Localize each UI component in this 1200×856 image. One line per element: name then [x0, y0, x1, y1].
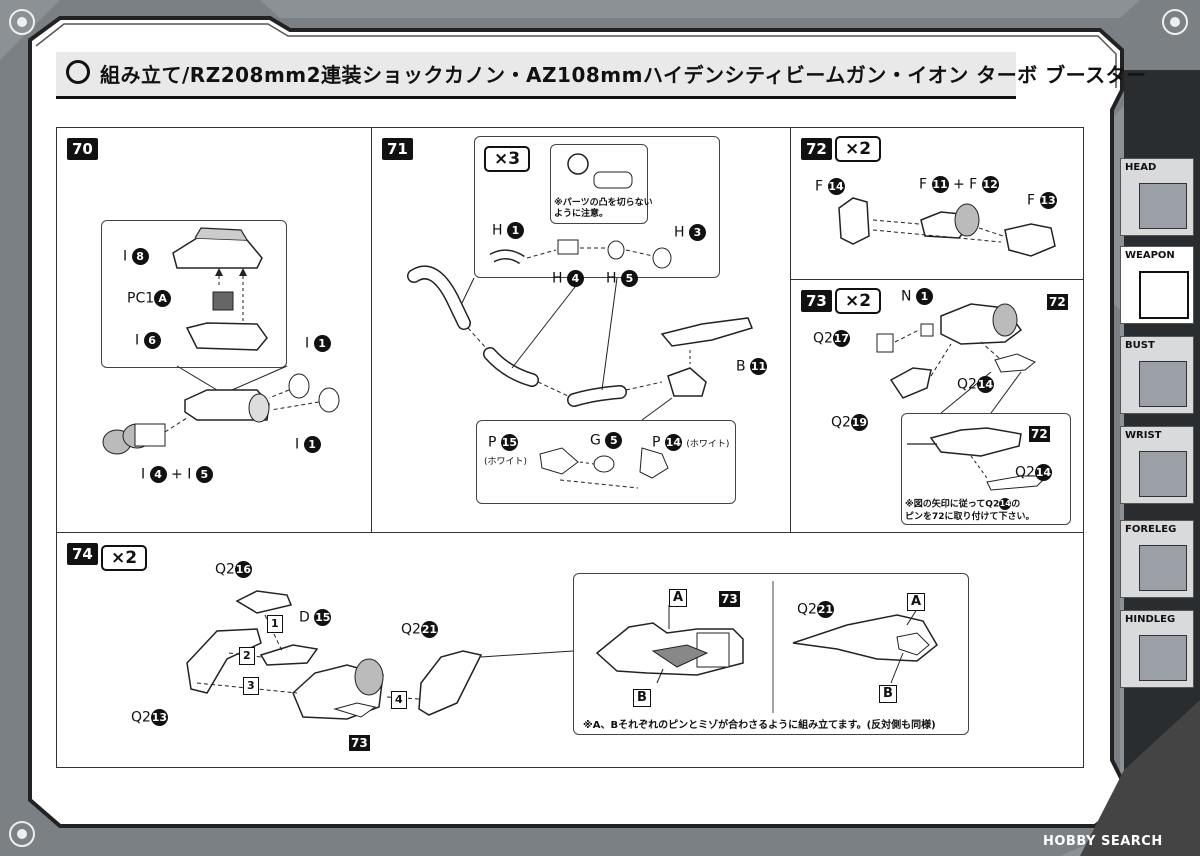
step-number: 71	[382, 138, 413, 160]
ref-72-top: 72	[1047, 294, 1068, 310]
label-q19: Q219	[831, 414, 868, 431]
step-number: 73	[801, 290, 832, 312]
label-i1-bottom: I 1	[295, 436, 321, 453]
pin-a-left: A	[669, 589, 688, 607]
label-p14: P 14 (ホワイト)	[652, 434, 730, 451]
tab-weapon[interactable]: WEAPON	[1120, 246, 1194, 324]
title-bar: 組み立て/RZ208mm2連装ショックカノン・AZ108mmハイデンシティビーム…	[56, 52, 1146, 99]
order-4: 4	[391, 691, 407, 709]
step-72-panel: 72 ×2 F 14 F 11 + F 12 F 13	[790, 127, 1084, 280]
multiplier-badge: ×2	[835, 288, 882, 314]
label-g5: G 5	[590, 432, 623, 449]
label-q17: Q217	[813, 330, 850, 347]
step-number: 70	[67, 138, 98, 160]
step-74-drawing	[186, 581, 938, 720]
label-d15: D 15	[299, 609, 332, 626]
step-74-note: ※A、Bそれぞれのピンとミゾが合わさるように組み立てます。(反対側も同様)	[583, 720, 936, 731]
order-1: 1	[267, 615, 283, 633]
label-i6: I 6	[135, 332, 161, 349]
label-q16: Q216	[215, 561, 252, 578]
label-p15: P 15	[488, 434, 518, 451]
order-3: 3	[243, 677, 259, 695]
bust-icon	[1139, 361, 1187, 407]
order-2: 2	[239, 647, 255, 665]
watermark: HOBBY SEARCH	[1043, 834, 1163, 849]
label-h1: H 1	[492, 222, 524, 239]
step-number: 72	[801, 138, 832, 160]
label-q21: Q221	[401, 621, 438, 638]
step-74-panel: 74 ×2 ※A、Bそれぞれのピンとミゾが合わさるように組み立てます。(反対側も…	[56, 532, 1084, 768]
step-73-panel: 73 ×2 N 1 72 Q217 Q214 Q219 72 Q214 ※図の矢…	[790, 279, 1084, 533]
label-q13: Q213	[131, 709, 168, 726]
tab-head[interactable]: HEAD	[1120, 158, 1194, 236]
label-q14: Q214	[957, 376, 994, 393]
label-h4: H 4	[552, 270, 584, 287]
pin-b-left: B	[633, 689, 651, 707]
head-icon	[1139, 183, 1187, 229]
hindleg-icon	[1139, 635, 1187, 681]
gear-icon	[66, 60, 90, 84]
step-71-panel: 71 ×3 ※パーツの凸を切らないように注意。	[371, 127, 791, 533]
step-number: 74	[67, 543, 98, 565]
step-70-drawing	[102, 227, 340, 455]
multiplier-badge: ×2	[835, 136, 882, 162]
label-i8: I 8	[123, 248, 149, 265]
label-f14: F 14	[815, 178, 845, 195]
step-72-drawing	[838, 197, 1056, 257]
pin-a-right: A	[907, 593, 926, 611]
weapon-icon	[1139, 271, 1189, 319]
label-n1: N 1	[901, 288, 933, 305]
label-h3: H 3	[674, 224, 706, 241]
tab-hindleg[interactable]: HINDLEG	[1120, 610, 1194, 688]
tab-bust[interactable]: BUST	[1120, 336, 1194, 414]
label-q14-inset: Q214	[1015, 464, 1052, 481]
label-q21-inset: Q221	[797, 601, 834, 618]
ref-72-inset: 72	[1029, 426, 1050, 442]
foreleg-icon	[1139, 545, 1187, 591]
label-b11: B 11	[736, 358, 768, 375]
step-73-drawing	[876, 303, 1049, 491]
label-p15-white: (ホワイト)	[484, 457, 528, 467]
page-title: 組み立て/RZ208mm2連装ショックカノン・AZ108mmハイデンシティビーム…	[100, 63, 1147, 87]
step-73-note: ※図の矢印に従ってQ214のピンを72に取り付けて下さい。	[905, 498, 1035, 522]
tab-foreleg[interactable]: FORELEG	[1120, 520, 1194, 598]
wrist-icon	[1139, 451, 1187, 497]
label-h5: H 5	[606, 270, 638, 287]
tab-wrist[interactable]: WRIST	[1120, 426, 1194, 504]
pin-b-right: B	[879, 685, 897, 703]
ref-73: 73	[349, 735, 370, 751]
label-i4-i5: I 4 + I 5	[141, 466, 213, 483]
step-71-drawing	[407, 153, 754, 489]
label-f11-f12: F 11 + F 12	[919, 176, 999, 193]
step-71-note: ※パーツの凸を切らないように注意。	[554, 198, 653, 219]
ref-73-inset: 73	[719, 591, 740, 607]
label-i1-top: I 1	[305, 335, 331, 352]
multiplier-badge: ×2	[101, 545, 148, 571]
multiplier-badge: ×3	[484, 146, 531, 172]
label-f13: F 13	[1027, 192, 1057, 209]
